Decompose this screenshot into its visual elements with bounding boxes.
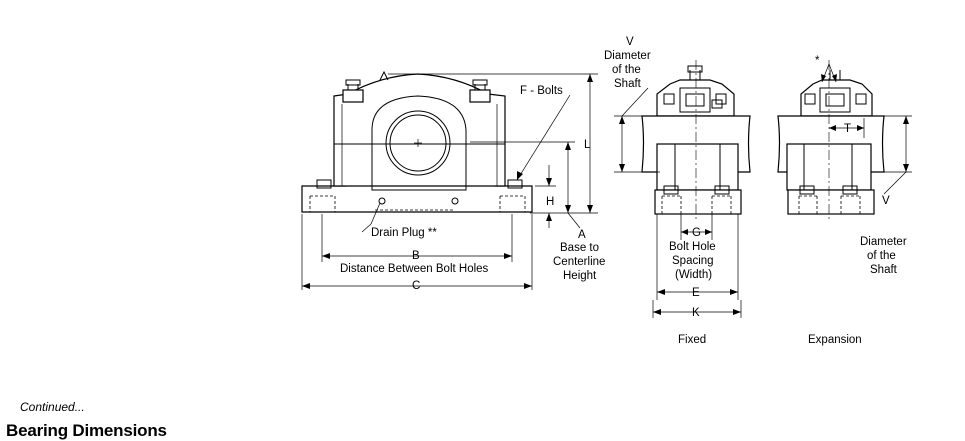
label-k: K [692,307,700,319]
label-drain-plug: Drain Plug ** [371,227,437,239]
label-t: T [844,123,851,135]
label-g-desc-2: Spacing [672,255,714,267]
fixed-side-view [641,60,751,222]
label-a-desc-1: Base to [560,242,599,254]
label-l: L [584,139,591,151]
label-g-desc-3: (Width) [675,269,712,281]
label-expansion: Expansion [808,334,862,346]
label-b: B [412,250,420,262]
label-c: C [412,280,420,292]
shaft-inner-circle [389,114,447,172]
label-e: E [692,287,700,299]
label-fixed: Fixed [678,334,706,346]
label-v-top-desc-1: Diameter [604,50,651,62]
label-asterisk: * [815,55,820,67]
label-v-bottom-desc-3: Shaft [870,264,898,276]
label-v-bottom: V [882,195,890,207]
label-g-desc-1: Bolt Hole [669,241,716,253]
label-b-description: Distance Between Bolt Holes [340,263,489,275]
fixed-dimensions [614,87,742,318]
label-a-desc-2: Centerline [553,256,605,268]
label-v-top-desc-3: Shaft [614,78,642,90]
label-v-top: V [626,36,634,48]
label-g: G [692,227,701,239]
front-dimensions [301,73,598,290]
continued-note: Continued... [20,400,85,414]
label-a: A [578,229,586,241]
expansion-side-view [777,60,885,222]
label-a-desc-3: Height [563,270,597,282]
section-title: Bearing Dimensions [6,421,167,440]
front-view [301,70,533,225]
label-v-bottom-desc-1: Diameter [860,236,907,248]
expansion-dimensions [821,63,912,195]
label-v-bottom-desc-2: of the [867,250,896,262]
label-v-top-desc-2: of the [612,64,641,76]
label-f-bolts: F - Bolts [520,85,563,97]
shaft-outer-circle [385,110,451,176]
label-h: H [546,196,554,208]
